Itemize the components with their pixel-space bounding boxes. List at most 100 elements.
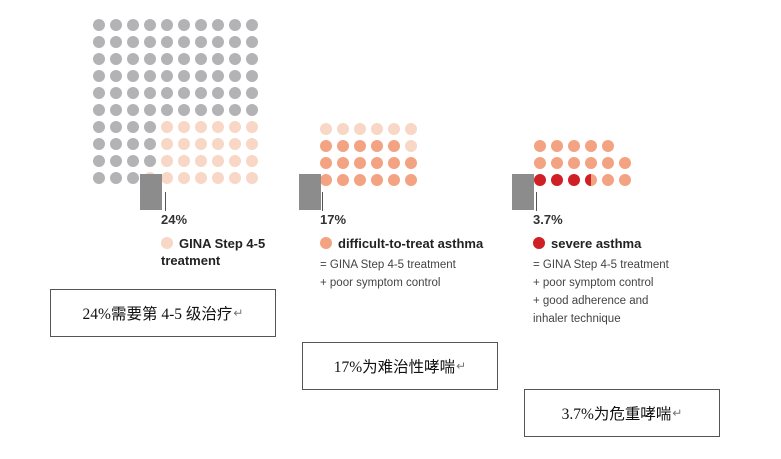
population-dot (161, 172, 173, 184)
population-dot (110, 87, 122, 99)
severe-asthma-dot (534, 174, 546, 186)
population-dot (127, 87, 139, 99)
definition-line: + good adherence and (533, 295, 649, 307)
population-dot (178, 138, 190, 150)
legend-swatch-3 (533, 237, 545, 249)
population-dot (110, 104, 122, 116)
population-dot (229, 155, 241, 167)
population-dot (161, 121, 173, 133)
population-dot (246, 104, 258, 116)
population-dot (212, 155, 224, 167)
definition-line: = GINA Step 4-5 treatment (320, 259, 456, 271)
difficult-asthma-dot (337, 157, 349, 169)
difficult-asthma-dot (354, 123, 366, 135)
population-dot (195, 87, 207, 99)
caption-text-3: 3.7%为危重哮喘 (561, 406, 672, 423)
difficult-asthma-dot (388, 174, 400, 186)
population-dot (246, 121, 258, 133)
population-dot (144, 36, 156, 48)
population-dot (127, 36, 139, 48)
difficult-asthma-dot (405, 157, 417, 169)
legend-label-1: GINA Step 4-5 treatment (161, 236, 266, 268)
return-mark-icon: ↵ (456, 358, 467, 373)
population-dot (195, 121, 207, 133)
population-dot (127, 121, 139, 133)
percent-label-3: 3.7% (533, 212, 563, 227)
difficult-asthma-dot (354, 140, 366, 152)
population-dot (127, 138, 139, 150)
difficult-asthma-dot (405, 140, 417, 152)
severe-asthma-dot (602, 157, 614, 169)
population-dot (195, 104, 207, 116)
difficult-asthma-dot (388, 140, 400, 152)
definition-3: = GINA Step 4-5 treatment + poor symptom… (533, 256, 669, 328)
population-dot (93, 36, 105, 48)
difficult-asthma-dot (320, 140, 332, 152)
severe-asthma-dot (585, 140, 597, 152)
population-dot (178, 70, 190, 82)
population-dot (93, 155, 105, 167)
population-dot (110, 19, 122, 31)
difficult-asthma-dot (388, 123, 400, 135)
marker-box-2 (299, 174, 321, 210)
difficult-asthma-dot (354, 157, 366, 169)
severe-asthma-dot (568, 157, 580, 169)
difficult-asthma-dot (337, 140, 349, 152)
population-dot (110, 70, 122, 82)
population-dot (246, 19, 258, 31)
population-dot (246, 53, 258, 65)
population-dot (178, 36, 190, 48)
population-dot (195, 19, 207, 31)
marker-line-3 (536, 192, 537, 211)
definition-line: + poor symptom control (533, 277, 654, 289)
severe-asthma-dot (534, 140, 546, 152)
population-dot (127, 19, 139, 31)
population-dot (178, 121, 190, 133)
marker-box-3 (512, 174, 534, 210)
difficult-asthma-dot (405, 174, 417, 186)
legend-3: severe asthma (533, 235, 641, 252)
population-dot (127, 155, 139, 167)
population-dot (212, 172, 224, 184)
population-dot (144, 19, 156, 31)
severe-asthma-dot (602, 140, 614, 152)
severe-asthma-dot (551, 157, 563, 169)
population-dot (161, 155, 173, 167)
caption-box-2: 17%为难治性哮喘↵ (302, 342, 498, 390)
population-dot (212, 19, 224, 31)
population-dot (93, 53, 105, 65)
population-dot (246, 155, 258, 167)
difficult-asthma-dot (371, 174, 383, 186)
population-dot (93, 138, 105, 150)
marker-line-1 (165, 192, 166, 211)
population-dot (110, 138, 122, 150)
population-dot (93, 87, 105, 99)
severe-asthma-dot (568, 174, 580, 186)
difficult-asthma-dot (320, 123, 332, 135)
severe-asthma-dot (551, 174, 563, 186)
population-dot (229, 70, 241, 82)
return-mark-icon: ↵ (233, 305, 244, 320)
population-dot (110, 172, 122, 184)
legend-1: GINA Step 4-5 treatment (161, 235, 301, 269)
population-dot (144, 121, 156, 133)
legend-swatch-1 (161, 237, 173, 249)
marker-box-1 (140, 174, 162, 210)
difficult-asthma-dot (337, 174, 349, 186)
population-dot (212, 36, 224, 48)
legend-2: difficult-to-treat asthma (320, 235, 483, 252)
population-dot (110, 53, 122, 65)
population-dot (212, 104, 224, 116)
population-dot (195, 53, 207, 65)
difficult-asthma-dot (371, 123, 383, 135)
population-dot (195, 70, 207, 82)
population-dot (229, 36, 241, 48)
population-dot (161, 36, 173, 48)
difficult-asthma-dot (320, 174, 332, 186)
population-dot (229, 121, 241, 133)
population-dot (246, 70, 258, 82)
population-dot (246, 172, 258, 184)
severe-asthma-dot (619, 174, 631, 186)
population-dot (110, 36, 122, 48)
severe-asthma-dot (619, 157, 631, 169)
